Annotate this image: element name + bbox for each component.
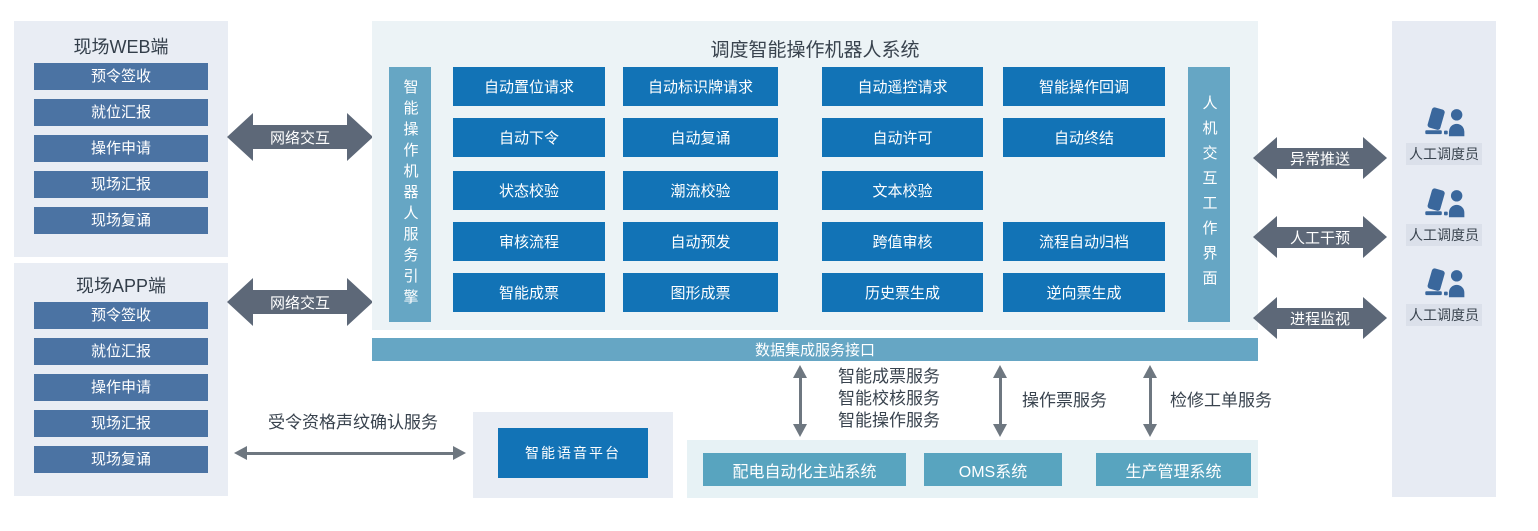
hmi-workbench-bar: 人机交互工作界面 [1188, 67, 1230, 322]
arrow-left-head [1253, 137, 1277, 179]
service-label: 智能操作服务 [838, 411, 940, 430]
function-cell: 文本校验 [822, 171, 983, 210]
dispatcher-label: 人工调度员 [1406, 224, 1482, 246]
exception-push-arrow: 异常推送 [1253, 137, 1387, 179]
external-systems-container: 配电自动化主站系统 OMS系统 生产管理系统 [687, 440, 1258, 498]
arrow-left-head [1253, 216, 1277, 258]
operator-at-terminal-icon [1425, 268, 1465, 298]
arrow-up-head [993, 365, 1007, 378]
field-web-panel: 现场WEB端 预令签收 就位汇报 操作申请 现场汇报 现场复诵 [14, 21, 228, 257]
web-item: 现场复诵 [34, 207, 208, 234]
function-cell: 自动许可 [822, 118, 983, 157]
function-cell: 自动预发 [623, 222, 778, 261]
function-cell: 历史票生成 [822, 273, 983, 312]
service-arrow-operation-ticket [993, 365, 1007, 437]
app-item: 就位汇报 [34, 338, 208, 365]
arrow-right-head [1363, 297, 1387, 339]
arrow-line [998, 378, 1002, 424]
app-item: 现场汇报 [34, 410, 208, 437]
arrow-right-head [453, 446, 466, 460]
robot-system-title: 调度智能操作机器人系统 [710, 40, 920, 61]
external-system: 配电自动化主站系统 [703, 453, 906, 486]
robot-system-panel: 调度智能操作机器人系统 智能操作机器人服务引擎 人机交互工作界面 自动置位请求 … [372, 21, 1258, 330]
service-label: 智能成票服务 [838, 367, 940, 386]
function-cell: 流程自动归档 [1003, 222, 1165, 261]
web-item: 预令签收 [34, 63, 208, 90]
function-cell: 状态校验 [453, 171, 605, 210]
app-item: 现场复诵 [34, 446, 208, 473]
network-arrow-label: 网络交互 [253, 290, 347, 314]
dispatcher-panel: 人工调度员 人工调度员 人工调度员 [1392, 21, 1496, 497]
arrow-down-head [993, 424, 1007, 437]
function-cell: 自动终结 [1003, 118, 1165, 157]
manual-intervention-arrow: 人工干预 [1253, 216, 1387, 258]
arrow-right-head [347, 278, 373, 326]
arrow-up-head [793, 365, 807, 378]
function-cell: 图形成票 [623, 273, 778, 312]
dispatcher-arrow-label: 异常推送 [1277, 147, 1363, 169]
service-label: 检修工单服务 [1170, 391, 1272, 410]
web-item: 操作申请 [34, 135, 208, 162]
arrow-right-head [347, 113, 373, 161]
arrow-down-head [793, 424, 807, 437]
dispatcher-label: 人工调度员 [1406, 304, 1482, 326]
function-cell: 自动复诵 [623, 118, 778, 157]
voice-platform-panel: 智能语音平台 [473, 412, 673, 498]
data-integration-bus: 数据集成服务接口 [372, 338, 1258, 361]
dispatcher-group: 人工调度员 [1392, 107, 1496, 165]
function-cell: 潮流校验 [623, 171, 778, 210]
arrow-line [798, 378, 802, 424]
service-engine-bar: 智能操作机器人服务引擎 [389, 67, 431, 322]
web-item: 就位汇报 [34, 99, 208, 126]
arrow-left-head [227, 278, 253, 326]
field-web-panel-title: 现场WEB端 [73, 37, 169, 57]
app-item: 操作申请 [34, 374, 208, 401]
service-arrow-maintenance-order [1143, 365, 1157, 437]
arrow-right-head [1363, 216, 1387, 258]
dispatcher-group: 人工调度员 [1392, 268, 1496, 326]
function-cell: 自动遥控请求 [822, 67, 983, 106]
function-cell: 自动置位请求 [453, 67, 605, 106]
arrow-left-head [234, 446, 247, 460]
service-label: 智能校核服务 [838, 389, 940, 408]
arrow-left-head [1253, 297, 1277, 339]
dispatcher-arrow-label: 进程监视 [1277, 307, 1363, 329]
operator-at-terminal-icon [1425, 188, 1465, 218]
service-arrow-tickets [793, 365, 807, 437]
arrow-down-head [1143, 424, 1157, 437]
voice-platform-box: 智能语音平台 [498, 428, 648, 478]
field-app-panel: 现场APP端 预令签收 就位汇报 操作申请 现场汇报 现场复诵 [14, 263, 228, 496]
process-monitor-arrow: 进程监视 [1253, 297, 1387, 339]
dispatcher-group: 人工调度员 [1392, 188, 1496, 246]
voiceprint-service-label: 受令资格声纹确认服务 [268, 413, 438, 432]
web-item: 现场汇报 [34, 171, 208, 198]
arrow-left-head [227, 113, 253, 161]
function-cell: 智能成票 [453, 273, 605, 312]
function-cell: 逆向票生成 [1003, 273, 1165, 312]
function-cell: 审核流程 [453, 222, 605, 261]
dispatcher-arrow-label: 人工干预 [1277, 226, 1363, 248]
app-item: 预令签收 [34, 302, 208, 329]
service-label: 操作票服务 [1022, 391, 1107, 410]
function-cell: 自动下令 [453, 118, 605, 157]
arrow-line [1148, 378, 1152, 424]
function-cell: 智能操作回调 [1003, 67, 1165, 106]
service-label-group: 智能成票服务 智能校核服务 智能操作服务 [838, 366, 940, 432]
operator-at-terminal-icon [1425, 107, 1465, 137]
function-cell: 自动标识牌请求 [623, 67, 778, 106]
arrow-line [247, 451, 453, 455]
external-system: 生产管理系统 [1096, 453, 1251, 486]
voiceprint-service-arrow [234, 446, 466, 460]
field-app-panel-title: 现场APP端 [75, 276, 167, 296]
network-arrow-web: 网络交互 [227, 113, 373, 161]
network-arrow-app: 网络交互 [227, 278, 373, 326]
dispatcher-label: 人工调度员 [1406, 143, 1482, 165]
external-system: OMS系统 [924, 453, 1062, 486]
arrow-up-head [1143, 365, 1157, 378]
network-arrow-label: 网络交互 [253, 125, 347, 149]
arrow-right-head [1363, 137, 1387, 179]
function-cell: 跨值审核 [822, 222, 983, 261]
